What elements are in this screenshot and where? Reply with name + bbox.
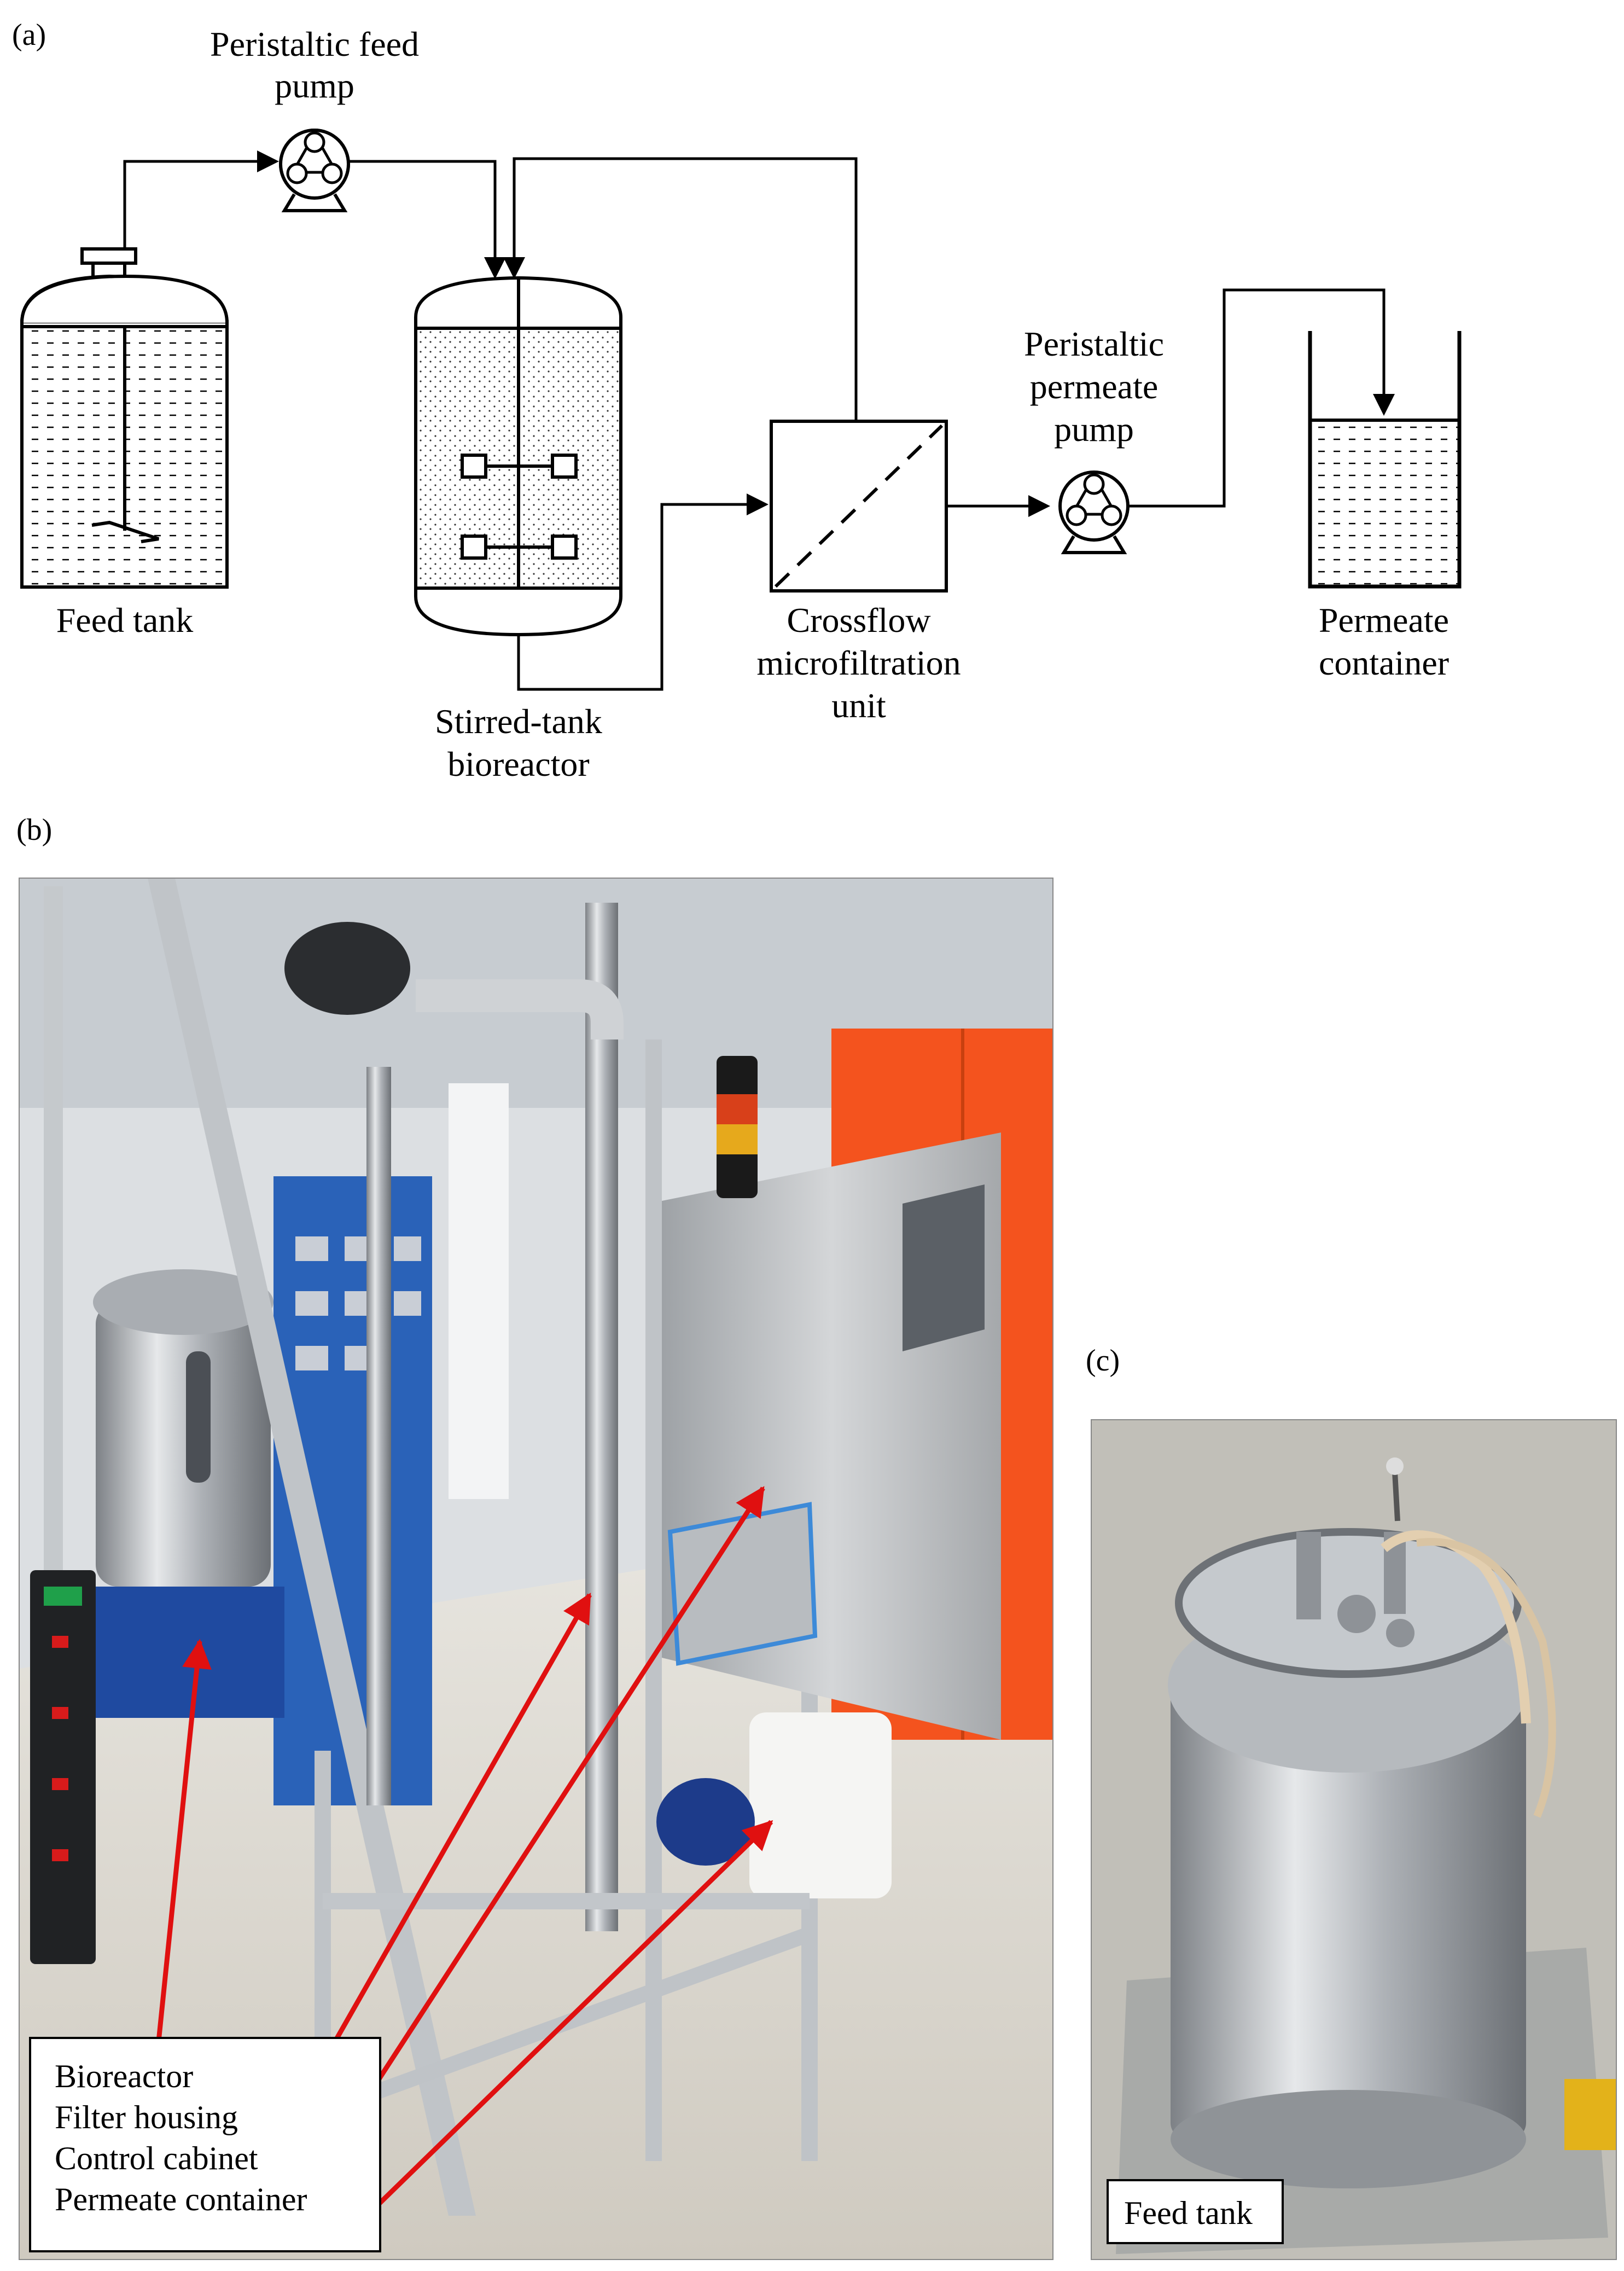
callout-bioreactor: Bioreactor xyxy=(55,2058,193,2094)
permeate-pump-label-line1: Peristaltic xyxy=(1024,324,1164,363)
filtration-label-line1: Crossflow xyxy=(787,601,930,640)
feed-tank-photo xyxy=(1091,1419,1617,2260)
permeate-pump-label-line2: permeate xyxy=(1030,367,1159,406)
panel-a-letter: (a) xyxy=(12,18,46,52)
callout-feed-tank: Feed tank xyxy=(1124,2195,1253,2231)
feed-pump-symbol xyxy=(279,129,350,212)
filtration-unit-symbol xyxy=(770,420,948,593)
power-strip xyxy=(30,1570,96,1964)
feed-tank-vessel xyxy=(20,247,229,589)
panel-c-callout-box: Feed tank xyxy=(1107,2179,1284,2244)
bioreactor-label-line2: bioreactor xyxy=(447,745,589,783)
panel-a: (a) Feed tank Peristaltic feed pump xyxy=(12,18,1462,783)
feed-pump-label-line2: pump xyxy=(275,66,354,105)
bioreactor-label-line1: Stirred-tank xyxy=(435,702,602,741)
panel-b-callout-arrows xyxy=(153,1486,773,2229)
permeate-line-2 xyxy=(1128,288,1395,508)
panel-c-letter: (c) xyxy=(1086,1344,1120,1378)
permeate-container-vessel xyxy=(1308,331,1462,589)
permeate-pump-label-line3: pump xyxy=(1054,410,1134,449)
panel-b-letter: (b) xyxy=(16,813,52,847)
feed-tank-label: Feed tank xyxy=(56,601,194,640)
retentate-inlet-line xyxy=(517,493,769,691)
plant-photo xyxy=(19,878,1053,2260)
permeate-canister xyxy=(749,1712,892,1898)
permeate-container-label-line2: container xyxy=(1319,643,1449,682)
callout-filter-housing: Filter housing xyxy=(55,2099,238,2135)
callout-permeate-container: Permeate container xyxy=(55,2181,307,2217)
feed-pump-label-line1: Peristaltic feed xyxy=(210,25,419,63)
filter-housing-column xyxy=(585,903,618,1931)
callout-control-cabinet: Control cabinet xyxy=(55,2140,258,2176)
filtration-label-line3: unit xyxy=(831,686,886,725)
permeate-container-label-line1: Permeate xyxy=(1319,601,1449,640)
feed-tank-body xyxy=(1171,1685,1526,2139)
feed-lines xyxy=(123,150,858,421)
panel-b: (b) xyxy=(16,813,1053,2260)
bioreactor-vessel xyxy=(414,276,622,637)
permeate-pump-symbol xyxy=(1058,471,1130,554)
panel-b-callout-box: Bioreactor Filter housing Control cabine… xyxy=(29,2037,381,2252)
filtration-label-line2: microfiltration xyxy=(756,643,961,682)
panel-c: (c) xyxy=(1086,1344,1617,2260)
